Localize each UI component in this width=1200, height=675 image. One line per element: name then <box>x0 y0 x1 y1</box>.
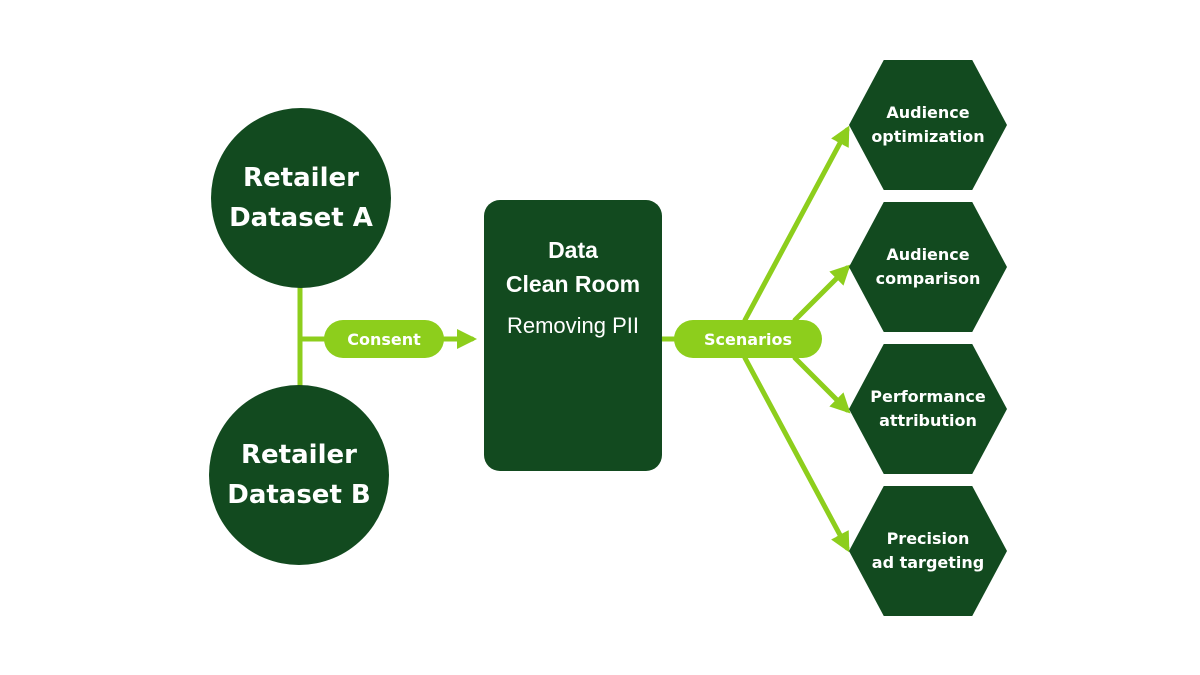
scenario-4-line2: ad targeting <box>871 553 985 572</box>
data-clean-room-node: Data Clean Room Removing PII <box>484 200 662 471</box>
dataset-b-line2: Dataset B <box>227 480 371 510</box>
scenario-3-line1: Performance <box>870 387 986 406</box>
scenario-audience-optimization: Audience optimization <box>849 60 1007 190</box>
scenario-audience-comparison: Audience comparison <box>849 202 1007 332</box>
scenario-1-line2: optimization <box>871 127 985 146</box>
clean-room-title: Data Clean Room <box>484 233 662 301</box>
scenario-arrow-2 <box>792 264 851 323</box>
scenario-2-line1: Audience <box>886 245 970 264</box>
dataset-a-line1: Retailer <box>243 163 359 193</box>
consent-label: Consent <box>324 320 444 358</box>
scenario-4-line1: Precision <box>886 529 970 548</box>
clean-room-subtitle: Removing PII <box>506 313 640 338</box>
dataset-a-line2: Dataset A <box>229 203 373 233</box>
scenarios-label: Scenarios <box>674 320 822 358</box>
dataset-b-line1: Retailer <box>241 440 357 470</box>
scenario-precision-ad-targeting: Precision ad targeting <box>849 486 1007 616</box>
scenario-arrow-3 <box>792 355 851 414</box>
scenario-2-line2: comparison <box>875 269 981 288</box>
scenario-performance-attribution: Performance attribution <box>849 344 1007 474</box>
retailer-dataset-b-node: Retailer Dataset B <box>209 385 389 565</box>
scenario-arrow-4 <box>742 355 850 553</box>
scenario-1-line1: Audience <box>886 103 970 122</box>
retailer-dataset-a-node: Retailer Dataset A <box>211 108 391 288</box>
scenario-arrow-1 <box>742 125 850 323</box>
scenario-3-line2: attribution <box>879 411 977 430</box>
clean-room-title-line1: Data <box>548 237 598 263</box>
clean-room-title-line2: Clean Room <box>505 271 641 297</box>
